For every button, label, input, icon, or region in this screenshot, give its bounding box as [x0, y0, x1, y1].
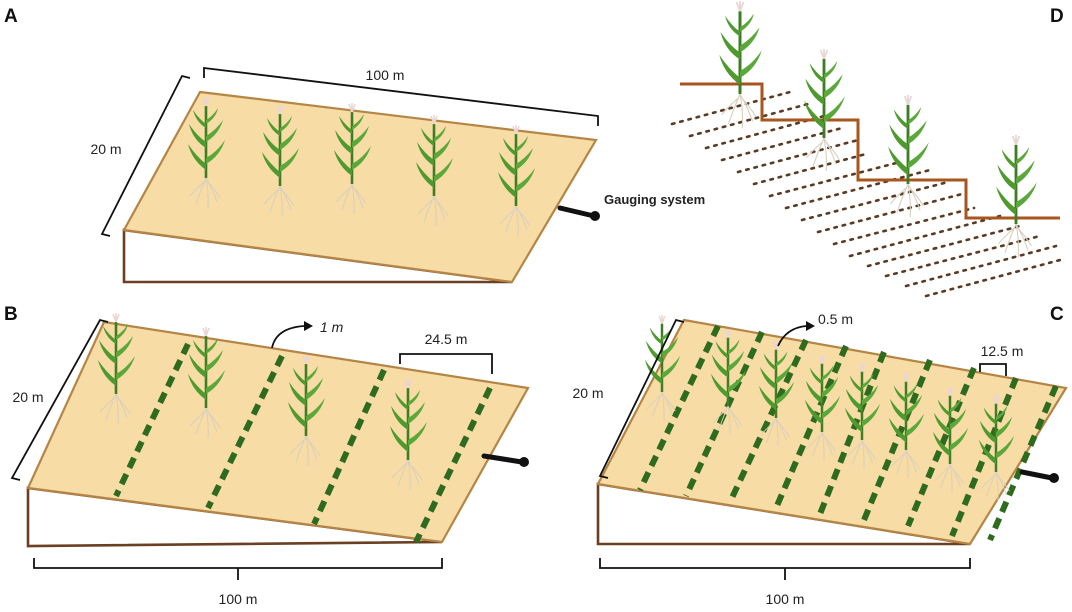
grass-strips: [113, 342, 493, 544]
gauging-outlet-icon: [519, 457, 529, 467]
panel-d: D: [670, 0, 1064, 298]
gauging-system-label: Gauging system: [604, 192, 705, 207]
gauging-outlet-icon: [1049, 473, 1059, 483]
maize-plant-icon: [994, 133, 1039, 259]
width-bracket: [599, 558, 971, 569]
width-label: 100 m: [219, 591, 258, 607]
gauging-outlet-icon: [590, 211, 600, 221]
maize-plant-icon: [886, 93, 931, 219]
length-bracket: [10, 318, 109, 481]
grass-strips: [637, 324, 1059, 542]
panel-letter-b: B: [4, 304, 18, 325]
grass-strip: [311, 368, 387, 526]
panel-b: B 20 m 100 m 1 m 24.5 m: [4, 304, 530, 607]
width-bracket: [203, 66, 599, 126]
strip-spacing-bracket: [399, 353, 493, 374]
arrow-head-icon: [304, 321, 313, 331]
arrow-head-icon: [806, 321, 815, 331]
strip-spacing-bracket: [979, 363, 1007, 376]
strip-spacing-label: 12.5 m: [981, 343, 1024, 359]
runoff-plot-surface: [26, 320, 530, 544]
length-bracket: [598, 318, 685, 479]
length-label: 20 m: [90, 141, 121, 157]
length-bracket: [100, 74, 191, 237]
gauging-pipe-icon: [557, 205, 597, 219]
length-label: 20 m: [12, 389, 43, 405]
grass-strip: [205, 354, 285, 510]
grass-strip: [113, 342, 191, 498]
panel-c: C 20 m 100 m 0.: [572, 304, 1068, 607]
strip-spacing-label: 24.5 m: [425, 331, 468, 347]
curved-arrow-icon: [777, 325, 807, 347]
runoff-plot-surface: [596, 318, 1068, 546]
panel-letter-a: A: [4, 6, 18, 27]
runoff-plot-surface: [122, 90, 598, 284]
maize-plant-icon: [802, 47, 847, 173]
width-label: 100 m: [766, 591, 805, 607]
panel-a: A 100 m 20 m Gauging system: [4, 6, 705, 284]
width-bracket: [33, 558, 443, 569]
strip-width-label: 0.5 m: [818, 311, 853, 327]
furrow-rows: [670, 90, 1062, 298]
curved-arrow-icon: [271, 325, 305, 349]
panel-letter-c: C: [1050, 304, 1064, 325]
strip-width-label: 1 m: [320, 319, 344, 335]
gauging-pipe-icon: [481, 453, 525, 465]
width-label: 100 m: [366, 67, 405, 83]
length-label: 20 m: [572, 385, 603, 401]
gauging-pipe-icon: [1019, 469, 1055, 481]
maize-plant-icon: [717, 0, 764, 130]
panel-letter-d: D: [1050, 6, 1064, 27]
terrace-steps: [680, 82, 1060, 220]
grass-strip: [413, 386, 493, 544]
